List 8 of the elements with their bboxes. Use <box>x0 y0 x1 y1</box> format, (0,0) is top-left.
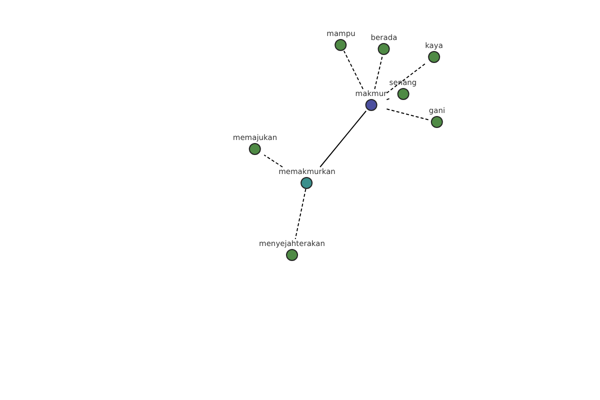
dashed-connector <box>344 50 364 90</box>
dashed-connector <box>264 154 284 168</box>
dashed-connector <box>386 62 427 94</box>
dashed-connector <box>294 188 306 240</box>
dashed-connector <box>386 98 390 100</box>
connector-line <box>320 110 367 168</box>
dashed-connector <box>374 54 384 90</box>
dashed-connector <box>386 108 430 120</box>
